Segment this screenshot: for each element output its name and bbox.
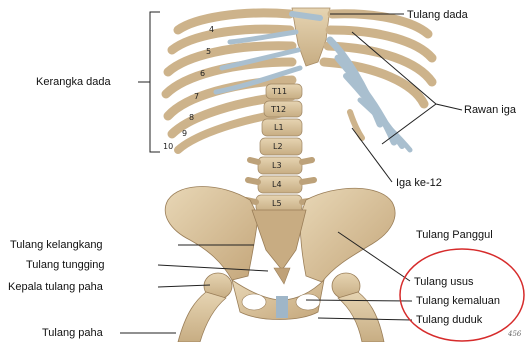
- rib-number: 8: [189, 113, 194, 122]
- signature-text: 456: [507, 330, 522, 338]
- label-kerangka-dada: Kerangka dada: [36, 76, 111, 88]
- vertebra-label: L5: [272, 199, 282, 208]
- vertebra-label: T12: [271, 105, 286, 114]
- rib-number: 6: [200, 69, 205, 78]
- label-tulang-usus: Tulang usus: [414, 276, 474, 288]
- rib-cage-bracket: [150, 12, 160, 152]
- rib-number: 9: [182, 129, 187, 138]
- label-tulang-kemaluan: Tulang kemaluan: [416, 295, 500, 307]
- vertebra-label: L2: [273, 142, 283, 151]
- rib-number: 10: [163, 142, 173, 151]
- label-tulang-panggul: Tulang Panggul: [416, 229, 493, 241]
- label-tulang-duduk: Tulang duduk: [416, 314, 482, 326]
- vertebra-label: L3: [272, 161, 282, 170]
- rib-number: 7: [194, 92, 199, 101]
- label-iga-ke-12: Iga ke-12: [396, 177, 442, 189]
- label-tulang-dada: Tulang dada: [407, 9, 468, 21]
- label-rawan-iga: Rawan iga: [464, 104, 516, 116]
- label-tulang-kelangkang: Tulang kelangkang: [10, 239, 103, 251]
- right-ribs: [324, 14, 432, 150]
- rib-number: 4: [209, 25, 214, 34]
- vertebra-label: T11: [272, 87, 287, 96]
- rib-number: 5: [206, 47, 211, 56]
- label-kepala-tulang-paha: Kepala tulang paha: [8, 281, 103, 293]
- label-tulang-paha: Tulang paha: [42, 327, 103, 339]
- vertebra-label: L1: [274, 123, 284, 132]
- label-tulang-tungging: Tulang tungging: [26, 259, 105, 271]
- vertebra-label: L4: [272, 180, 282, 189]
